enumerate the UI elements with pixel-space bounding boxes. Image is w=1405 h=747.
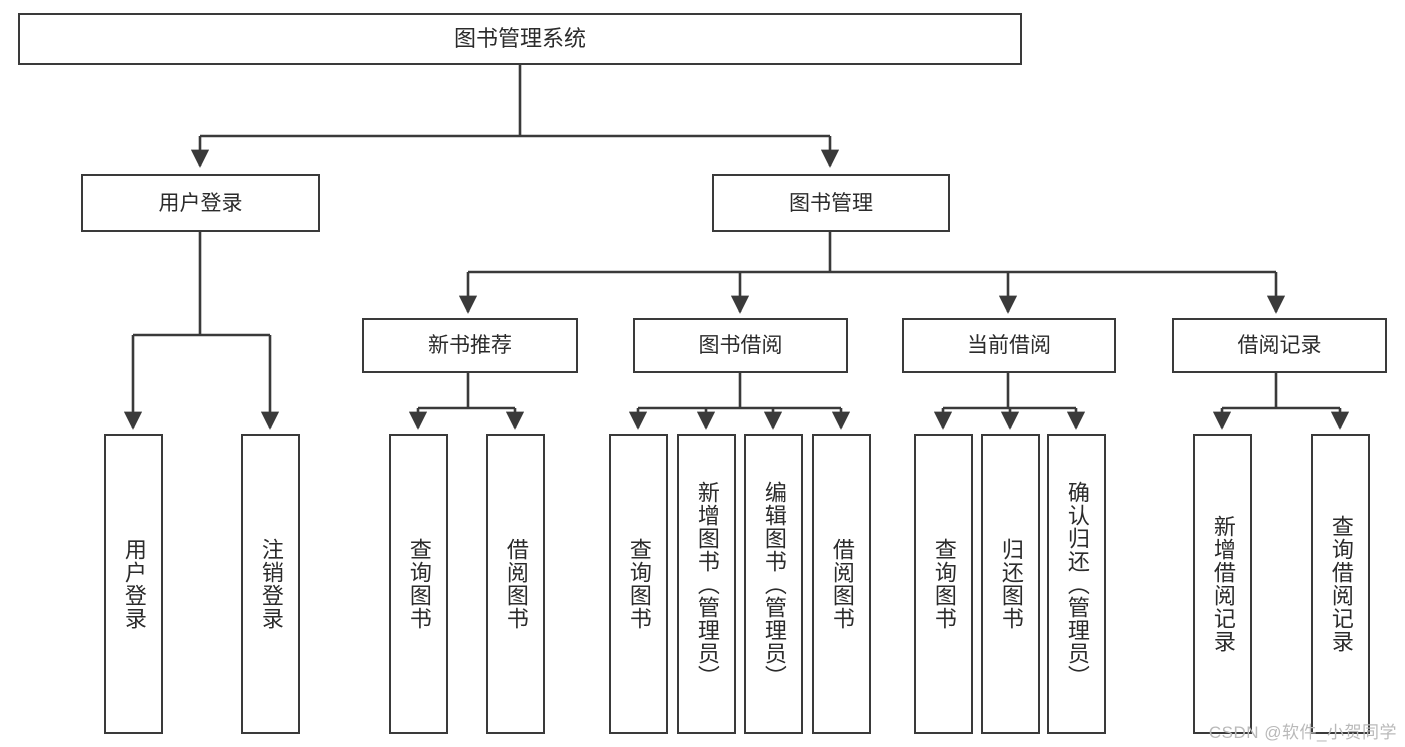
leaf-book-borrow-edit[interactable]: 编辑图书（管理员） [744,434,803,734]
leaf-user-login-login[interactable]: 用户登录 [104,434,163,734]
node-label: 新书推荐 [428,334,512,357]
node-label: 借阅图书 [503,538,529,630]
leaf-user-login-logout[interactable]: 注销登录 [241,434,300,734]
node-label: 查询图书 [931,538,957,630]
node-label: 查询图书 [626,538,652,630]
node-label: 当前借阅 [967,334,1051,357]
node-label: 用户登录 [121,538,147,630]
node-label: 查询借阅记录 [1328,515,1354,653]
leaf-current-borrow-confirm-return[interactable]: 确认归还（管理员） [1047,434,1106,734]
node-book-management[interactable]: 图书管理 [712,174,950,232]
leaf-borrow-record-add[interactable]: 新增借阅记录 [1193,434,1252,734]
node-label: 图书借阅 [698,334,783,357]
node-label: 注销登录 [258,538,284,630]
node-label: 图书管理 [789,191,873,215]
node-label: 新增图书（管理员） [694,480,720,688]
node-label: 借阅记录 [1237,334,1322,357]
node-label: 用户登录 [158,191,243,215]
node-label: 借阅图书 [829,538,855,630]
node-label: 编辑图书（管理员） [761,480,787,688]
leaf-book-borrow-add[interactable]: 新增图书（管理员） [677,434,736,734]
node-label: 归还图书 [998,538,1024,630]
node-label: 查询图书 [406,538,432,630]
leaf-new-book-query[interactable]: 查询图书 [389,434,448,734]
node-borrow-record[interactable]: 借阅记录 [1172,318,1387,373]
leaf-book-borrow-borrow[interactable]: 借阅图书 [812,434,871,734]
node-label: 新增借阅记录 [1210,515,1236,653]
node-label: 图书管理系统 [453,26,586,51]
leaf-current-borrow-query[interactable]: 查询图书 [914,434,973,734]
leaf-borrow-record-query[interactable]: 查询借阅记录 [1311,434,1370,734]
node-new-book-recommend[interactable]: 新书推荐 [362,318,578,373]
leaf-new-book-borrow[interactable]: 借阅图书 [486,434,545,734]
node-root-system[interactable]: 图书管理系统 [18,13,1022,65]
watermark-text: CSDN @软件_小贺同学 [1208,723,1397,742]
leaf-current-borrow-return[interactable]: 归还图书 [981,434,1040,734]
node-current-borrow[interactable]: 当前借阅 [902,318,1116,373]
leaf-book-borrow-query[interactable]: 查询图书 [609,434,668,734]
node-label: 确认归还（管理员） [1064,480,1090,688]
node-book-borrow[interactable]: 图书借阅 [633,318,848,373]
node-user-login[interactable]: 用户登录 [81,174,320,232]
